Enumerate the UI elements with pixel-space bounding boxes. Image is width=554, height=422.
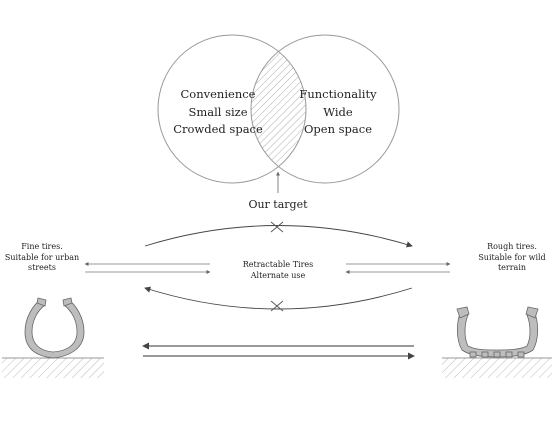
venn-right-line-2: Wide: [323, 104, 353, 119]
left-tire-line-3: streets: [28, 263, 56, 272]
center-line-2: Alternate use: [250, 270, 306, 280]
target-label: Our target: [248, 198, 308, 211]
venn-right-line-1: Functionality: [299, 87, 377, 101]
venn-overlap: [251, 35, 306, 183]
right-ground: [442, 357, 552, 378]
left-tire-line-2: Suitable for urban: [4, 252, 80, 262]
bottom-curved-arrow: [144, 286, 413, 310]
venn-left-line-2: Small size: [188, 104, 248, 119]
bottom-cross-mark: [270, 300, 284, 312]
venn-left-label: Convenience Small size Crowded space: [163, 86, 273, 139]
center-line-1: Retractable Tires: [242, 260, 314, 269]
venn-right-circle: [250, 34, 400, 184]
left-tire-icon: [24, 297, 85, 359]
right-tire-line-3: terrain: [497, 263, 527, 272]
left-tire-line-1: Fine tires.: [21, 242, 63, 251]
right-tire-line-2: Suitable for wild: [478, 252, 546, 262]
right-tire-label: Rough tires. Suitable for wild terrain: [470, 242, 554, 274]
left-ground: [2, 357, 104, 378]
right-tire-icon: [456, 306, 539, 358]
venn-right-line-3: Open space: [303, 122, 373, 136]
venn-left-line-1: Convenience: [180, 87, 256, 101]
venn-right-label: Functionality Wide Open space: [283, 86, 393, 139]
right-tire-line-1: Rough tires.: [487, 242, 537, 251]
center-label: Retractable Tires Alternate use: [228, 260, 328, 281]
venn-left-circle: [157, 34, 307, 184]
top-cross-mark: [270, 221, 284, 233]
venn-left-line-3: Crowded space: [173, 122, 263, 136]
left-tire-label: Fine tires. Suitable for urban streets: [0, 242, 84, 274]
